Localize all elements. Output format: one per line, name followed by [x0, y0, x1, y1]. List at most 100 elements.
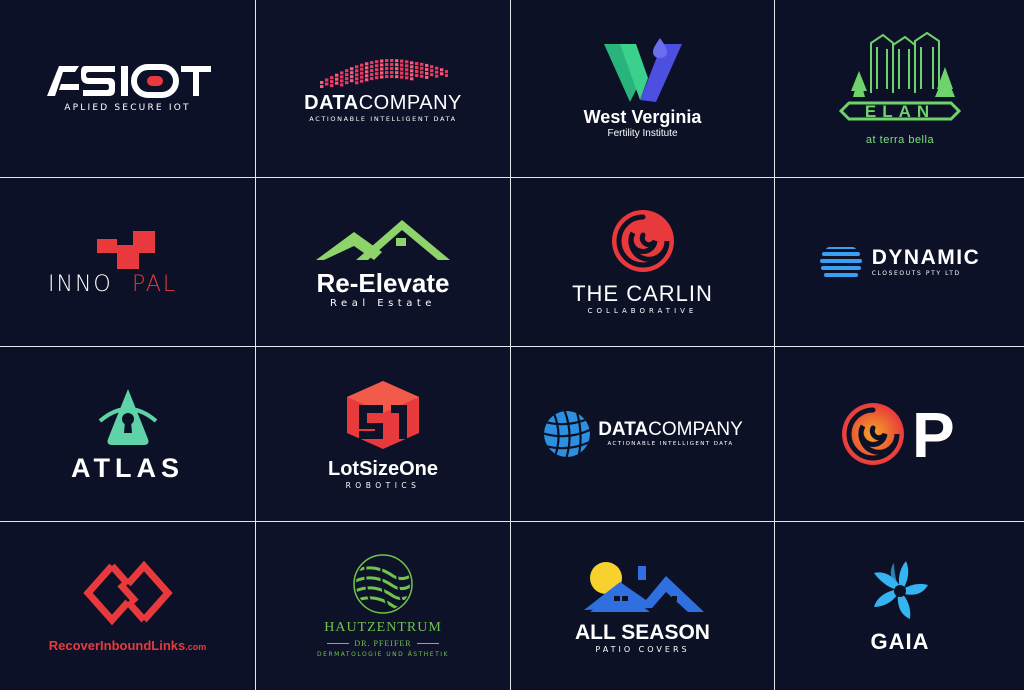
pixel-wave-dot: [395, 70, 399, 74]
pixel-wave-dot: [330, 79, 334, 83]
wv-name: West Verginia: [583, 107, 702, 127]
pixel-wave-dot: [365, 62, 369, 66]
pixel-wave-dot: [375, 71, 379, 75]
pixel-wave-dot: [405, 64, 409, 68]
gaia-name: GAIA: [870, 629, 930, 654]
pixel-wave-dot: [400, 75, 404, 79]
pixel-wave-dot: [385, 74, 389, 78]
pixel-wave-dot: [345, 72, 349, 76]
datacompany-wordmark: DATACOMPANY: [304, 91, 462, 114]
hautzentrum-name: HAUTZENTRUM: [324, 620, 442, 635]
pixel-wave-dot: [430, 72, 434, 76]
pixel-wave-dot: [345, 76, 349, 80]
re-elevate-roofs-icon: [316, 219, 450, 260]
datacompany-tagline: ACTIONABLE INTELLIGENT DATA: [309, 114, 457, 123]
op-swirl-p-logo: P: [842, 401, 955, 467]
re-elevate-tagline: Real Estate: [330, 297, 436, 309]
pixel-wave-dot: [425, 67, 429, 71]
pixel-wave-dot: [360, 75, 364, 79]
pixel-wave-dot: [380, 67, 384, 71]
pixel-wave-dot: [350, 74, 354, 78]
logo-tile-lotsizeone: LotSizeOne ROBOTICS: [256, 347, 510, 521]
pixel-wave-dot: [380, 71, 384, 75]
svg-text:PAL: PAL: [132, 273, 177, 295]
atlas-name: ATLAS: [71, 452, 184, 483]
logo-tile-op: P: [775, 347, 1024, 521]
pixel-wave-dot: [335, 81, 339, 85]
pixel-wave-dot: [445, 73, 448, 77]
pixel-wave-dot: [410, 65, 414, 69]
dynamic-lockup: DYNAMIC CLOSEOUTS PTY LTD: [819, 244, 981, 280]
pixel-wave-dot: [365, 66, 369, 70]
all-season-name: ALL SEASON: [575, 621, 710, 644]
pixel-wave-dot: [340, 83, 344, 87]
lotsizeone-name: LotSizeOne: [327, 457, 438, 480]
all-season-house-icon: [583, 562, 704, 612]
pixel-wave-dot: [390, 74, 394, 78]
pixel-wave-dot: [430, 68, 434, 72]
pixel-wave-dot: [355, 65, 359, 69]
logo-tile-atlas: ATLAS: [0, 347, 255, 521]
pixel-wave-dot: [410, 73, 414, 77]
pixel-wave-dot: [365, 74, 369, 78]
pixel-wave-dot: [420, 66, 424, 70]
logo-tile-hautzentrum: HAUTZENTRUM DR. PFEIFER DERMATOLOGIE UND…: [256, 522, 510, 690]
pixel-wave-dot: [365, 78, 369, 82]
innopal-wordmark: INNO PAL: [48, 273, 177, 295]
logo-tile-re-elevate: Re-Elevate Real Estate: [256, 178, 510, 346]
pixel-wave-dot: [420, 70, 424, 74]
pixel-wave-dot: [440, 72, 444, 76]
pixel-wave-dot: [410, 77, 414, 81]
pixel-wave-dot: [380, 59, 384, 63]
pixel-wave-dot: [365, 70, 369, 74]
pixel-wave-dot: [345, 80, 349, 84]
innopal-block-icon: [96, 231, 155, 269]
pixel-wave-dot: [435, 74, 439, 78]
pixel-wave-dot: [355, 73, 359, 77]
pixel-wave-dot: [385, 70, 389, 74]
pixel-wave-dot: [420, 62, 424, 66]
hautzentrum-sphere-icon: [353, 554, 413, 614]
pixel-wave-dot: [415, 69, 419, 73]
logo-tile-gaia: GAIA: [775, 522, 1024, 690]
logo-tile-west-verginia: West Verginia Fertility Institute: [511, 0, 774, 177]
pixel-wave-dot: [375, 63, 379, 67]
pixel-wave-dot: [435, 70, 439, 74]
dynamic-tagline: CLOSEOUTS PTY LTD: [871, 270, 961, 277]
pixel-wave-dot: [390, 66, 394, 70]
pixel-wave-dot: [410, 61, 414, 65]
pixel-wave-dot: [400, 63, 404, 67]
pixel-wave-dot: [415, 65, 419, 69]
lotsizeone-hex-icon: [347, 380, 419, 449]
datacompany-globe-icon: [544, 411, 591, 457]
pixel-wave-dot: [435, 66, 439, 70]
pixel-wave-dot: [330, 75, 334, 79]
pixel-wave-dot: [335, 73, 339, 77]
wv-tagline: Fertility Institute: [607, 128, 678, 139]
pixel-wave-dot: [355, 81, 359, 85]
pixel-wave-dot: [395, 66, 399, 70]
pixel-wave-dot: [425, 71, 429, 75]
re-elevate-name: Re-Elevate: [316, 267, 450, 298]
pixel-wave-dot: [405, 68, 409, 72]
pixel-wave-icon: [320, 58, 448, 88]
pixel-wave-dot: [410, 69, 414, 73]
pixel-wave-dot: [375, 75, 379, 79]
pixel-wave-dot: [370, 64, 374, 68]
elan-buildings-icon: ELAN: [838, 31, 962, 121]
pixel-wave-dot: [370, 68, 374, 72]
dynamic-globe-icon: [819, 247, 862, 277]
logo-tile-datacompany: DATACOMPANY ACTIONABLE INTELLIGENT DATA: [256, 0, 510, 177]
op-letter: P: [912, 401, 955, 467]
pixel-wave-dot: [400, 67, 404, 71]
pixel-wave-dot: [350, 78, 354, 82]
pixel-wave-dot: [440, 68, 444, 72]
pixel-wave-dot: [385, 62, 389, 66]
wv-drop-icon: [603, 38, 682, 102]
pixel-wave-dot: [415, 73, 419, 77]
pixel-wave-dot: [430, 64, 434, 68]
logo-tile-datacompany-globe: DATACOMPANY ACTIONABLE INTELLIGENT DATA: [511, 347, 774, 521]
pixel-wave-dot: [320, 80, 324, 84]
carlin-tagline: COLLABORATIVE: [587, 307, 698, 315]
chain-link-icon: [82, 560, 173, 625]
